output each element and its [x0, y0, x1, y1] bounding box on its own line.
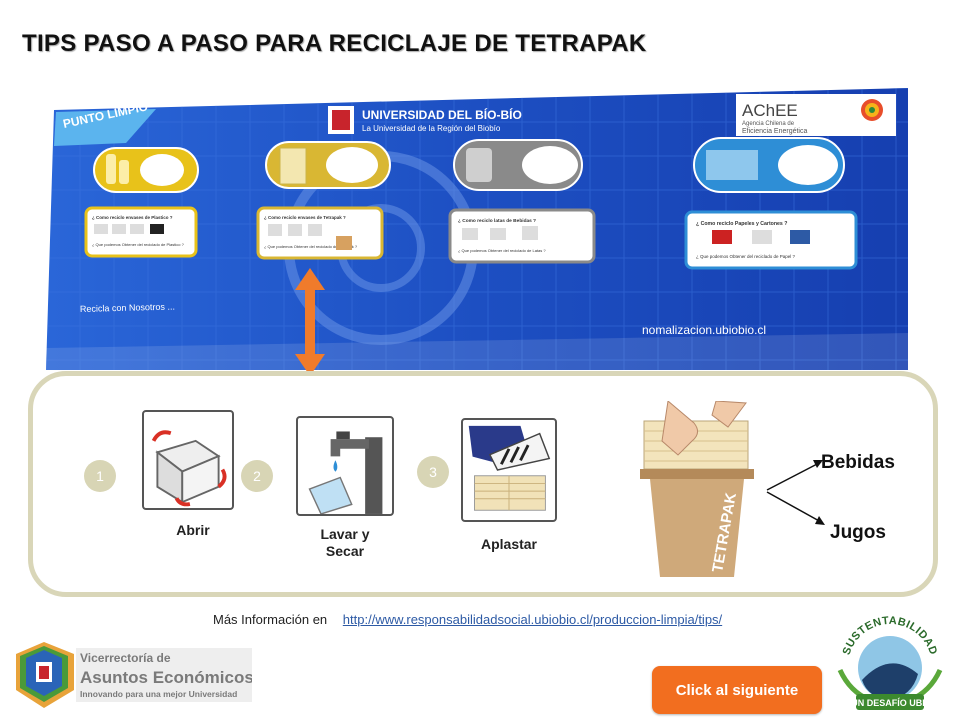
step-number-2: 2 — [241, 460, 273, 492]
card-plastic-subtitle: ¿ Que podemos Obtener del reciclado de P… — [92, 242, 185, 247]
footer-left-line1: Vicerrectoría de — [80, 651, 171, 665]
university-tagline: La Universidad de la Región del Biobío — [362, 124, 501, 133]
step-label-3: Aplastar — [480, 536, 538, 552]
crush-carton-icon — [461, 418, 557, 522]
card-cans-title: ¿ Como reciclo latas de Bebidas ? — [458, 218, 536, 224]
punto-limpio-banner: PUNTO LIMPIO UNIVERSIDAD DEL BÍO-BÍO La … — [46, 88, 908, 370]
footer-left-line2: Asuntos Económicos — [80, 668, 252, 687]
wash-dry-icon — [296, 416, 394, 516]
more-info: Más Información en http://www.responsabi… — [213, 612, 722, 627]
university-name: UNIVERSIDAD DEL BÍO-BÍO — [362, 107, 522, 122]
tetrapak-bin-icon: TETRAPAK — [628, 401, 766, 583]
destination-bebidas: Bebidas — [821, 452, 895, 473]
steps-panel: 1 Abrir 2 Lavar y Secar 3 — [28, 371, 938, 597]
more-info-label: Más Información en — [213, 612, 328, 627]
banner-slogan: Recicla con Nosotros ... — [80, 302, 175, 314]
step-label-1: Abrir — [176, 522, 210, 538]
page-title: TIPS PASO A PASO PARA RECICLAJE DE TETRA… — [22, 30, 647, 57]
open-carton-icon — [142, 410, 234, 510]
card-cans-subtitle: ¿ Que podemos Obtener del reciclado de L… — [458, 248, 546, 253]
more-info-link[interactable]: http://www.responsabilidadsocial.ubiobio… — [342, 612, 723, 627]
achee-line1: Agencia Chilena de — [742, 121, 795, 127]
banner-website: nomalizacion.ubiobio.cl — [642, 323, 766, 337]
card-paper-subtitle: ¿ Que podemos Obtener del reciclado de P… — [696, 254, 796, 259]
step-number-3: 3 — [417, 456, 449, 488]
card-plastic-title: ¿ Como reciclo envases de Plastico ? — [92, 215, 173, 220]
destination-jugos: Jugos — [830, 522, 886, 543]
sustentabilidad-logo: SUSTENTABILIDAD UN DESAFÍO UBB — [826, 606, 954, 716]
card-tetrapak-title: ¿ Como reciclo envases de Tetrapak ? — [264, 215, 346, 220]
branch-arrows-icon — [763, 446, 833, 536]
step-number-1: 1 — [84, 460, 116, 492]
footer-left-line3: Innovando para una mejor Universidad — [80, 689, 237, 699]
achee-line2: Eficiencia Energética — [742, 128, 807, 135]
card-tetrapak-subtitle: ¿ Que podemos Obtener del reciclado de T… — [264, 244, 358, 249]
footer-right-bottom: UN DESAFÍO UBB — [851, 698, 929, 708]
achee-name: AChEE — [742, 101, 798, 120]
next-slide-button[interactable]: Click al siguiente — [652, 666, 822, 714]
step-label-2: Lavar y Secar — [320, 526, 370, 559]
double-arrow-icon — [293, 268, 327, 376]
card-paper-title: ¿ Como reciclo Papeles y Cartones ? — [696, 221, 787, 227]
vicerrectoria-logo: Vicerrectoría de Asuntos Económicos Inno… — [10, 640, 252, 712]
